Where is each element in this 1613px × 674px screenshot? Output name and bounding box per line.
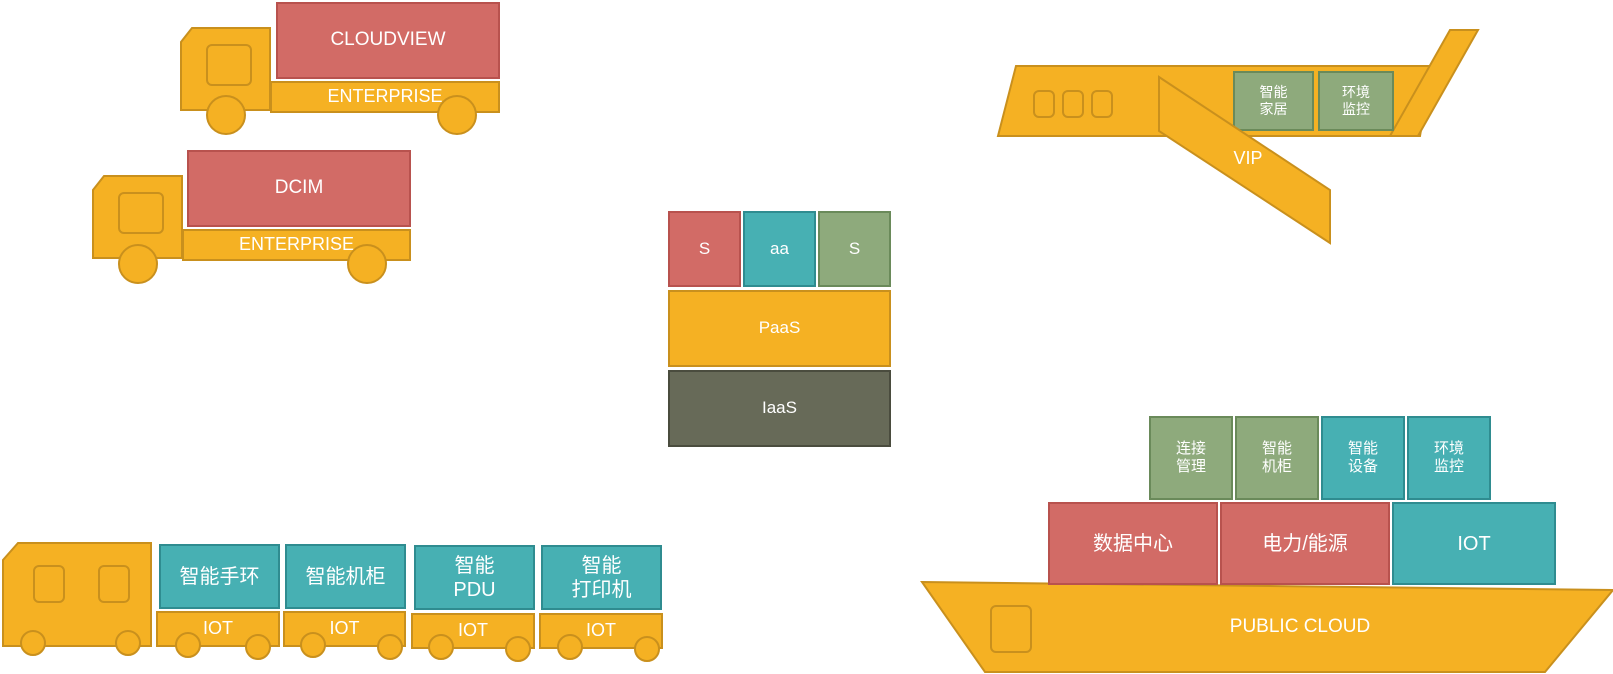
plane-window (1091, 90, 1113, 118)
plane-box-smart-home: 智能 家居 (1233, 71, 1314, 131)
public-cloud-label: PUBLIC CLOUD (1229, 616, 1371, 637)
train-car-label: 智能手环 (159, 544, 280, 609)
train-car-label: 智能机柜 (285, 544, 406, 609)
plane-tail (1388, 29, 1480, 137)
wheel (437, 95, 477, 135)
cloudview-cargo: CLOUDVIEW (276, 2, 500, 79)
ship-container-smart-cabinet: 智能 机柜 (1235, 416, 1319, 500)
wheel (245, 634, 271, 660)
wheel (115, 630, 141, 656)
wheel (377, 634, 403, 660)
plane-window (1062, 90, 1084, 118)
wheel (300, 632, 326, 658)
ship-hull (920, 580, 1613, 673)
iaas-layer: IaaS (668, 370, 891, 447)
ship-window (990, 605, 1032, 653)
vip-label: VIP (1233, 148, 1263, 168)
saas-s-right: S (818, 211, 891, 287)
train-window (33, 565, 65, 603)
wheel (634, 636, 660, 662)
train-car-label: 智能 打印机 (541, 545, 662, 610)
wheel (347, 244, 387, 284)
saas-aa: aa (743, 211, 816, 287)
truck-window (206, 44, 252, 86)
plane-box-env-monitor: 环境 监控 (1318, 71, 1394, 131)
saas-s-left: S (668, 211, 741, 287)
train-window (98, 565, 130, 603)
ship-container-power-energy: 电力/能源 (1220, 502, 1390, 585)
plane-window (1033, 90, 1055, 118)
wheel (118, 244, 158, 284)
ship-container-iot: IOT (1392, 502, 1556, 585)
paas-layer: PaaS (668, 290, 891, 367)
ship-container-smart-device: 智能 设备 (1321, 416, 1405, 500)
wheel (206, 95, 246, 135)
truck-window (118, 192, 164, 234)
wheel (557, 634, 583, 660)
ship-container-datacenter: 数据中心 (1048, 502, 1218, 585)
wheel (20, 630, 46, 656)
wheel (175, 632, 201, 658)
wheel (428, 634, 454, 660)
train-car-label: 智能 PDU (414, 545, 535, 610)
wheel (505, 636, 531, 662)
ship-container-env-monitor: 环境 监控 (1407, 416, 1491, 500)
ship-container-connection-mgmt: 连接 管理 (1149, 416, 1233, 500)
dcim-cargo: DCIM (187, 150, 411, 227)
